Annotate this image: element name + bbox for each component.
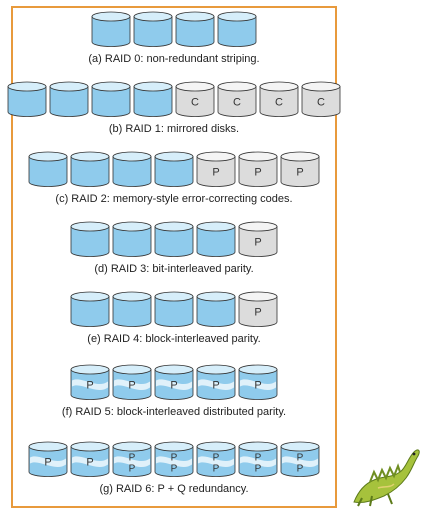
disk-icon: [112, 221, 152, 257]
disk-icon: P: [28, 441, 68, 477]
disk-label: P: [212, 380, 219, 392]
dinosaur-mascot: [353, 449, 420, 507]
disk-array: P: [70, 291, 278, 327]
disk-icon: P: [154, 364, 194, 400]
disk-icon: PP: [280, 441, 320, 477]
disk-icon: P: [196, 364, 236, 400]
disk-icon: [70, 291, 110, 327]
disk-label: P: [128, 380, 135, 392]
raid-caption: (b) RAID 1: mirrored disks.: [108, 122, 240, 135]
disk-label: C: [317, 97, 325, 109]
disk-label: C: [233, 97, 241, 109]
disk-icon: [7, 81, 47, 117]
disk-icon: P: [196, 151, 236, 187]
disk-icon: PP: [238, 441, 278, 477]
disk-label: P: [255, 453, 262, 464]
disk-label: P: [255, 464, 262, 475]
disk-label: C: [191, 97, 199, 109]
disk-icon: [133, 11, 173, 47]
disk-label: P: [296, 167, 303, 179]
disk-label: P: [297, 464, 304, 475]
disk-label: C: [275, 97, 283, 109]
disk-label: P: [171, 464, 178, 475]
raid-caption: (e) RAID 4: block-interleaved parity.: [87, 332, 261, 345]
disk-icon: C: [217, 81, 257, 117]
disk-label: P: [171, 453, 178, 464]
disk-icon: C: [301, 81, 341, 117]
disk-icon: C: [259, 81, 299, 117]
raid-caption: (a) RAID 0: non-redundant striping.: [88, 52, 260, 65]
disk-label: P: [170, 380, 177, 392]
raid-caption: (g) RAID 6: P + Q redundancy.: [99, 482, 249, 495]
disk-label: P: [297, 453, 304, 464]
disk-label: P: [44, 457, 51, 469]
disk-icon: [91, 11, 131, 47]
disk-icon: C: [175, 81, 215, 117]
disk-icon: PP: [196, 441, 236, 477]
disk-icon: [112, 151, 152, 187]
disk-icon: P: [112, 364, 152, 400]
disk-icon: P: [238, 364, 278, 400]
disk-array: [91, 11, 257, 47]
disk-icon: P: [238, 151, 278, 187]
disk-label: P: [86, 380, 93, 392]
disk-array: P: [70, 221, 278, 257]
disk-label: P: [129, 453, 136, 464]
disk-icon: P: [70, 364, 110, 400]
disk-icon: [154, 291, 194, 327]
disk-label: P: [213, 464, 220, 475]
disk-label: P: [213, 453, 220, 464]
disk-icon: P: [238, 221, 278, 257]
disk-icon: [154, 221, 194, 257]
disk-icon: [91, 81, 131, 117]
raid-caption: (c) RAID 2: memory-style error-correctin…: [55, 192, 293, 205]
raid-levels-figure: (a) RAID 0: non-redundant striping. C C C C (…: [7, 6, 341, 508]
disk-label: P: [254, 380, 261, 392]
disk-icon: [49, 81, 89, 117]
disk-icon: [28, 151, 68, 187]
disk-label: P: [254, 307, 261, 319]
disk-label: P: [254, 167, 261, 179]
raid-caption: (d) RAID 3: bit-interleaved parity.: [94, 262, 254, 275]
disk-label: P: [86, 457, 93, 469]
disk-label: P: [129, 464, 136, 475]
disk-icon: [133, 81, 173, 117]
disk-icon: PP: [154, 441, 194, 477]
disk-label: P: [254, 237, 261, 249]
disk-icon: [196, 221, 236, 257]
disk-icon: [196, 291, 236, 327]
disk-icon: [70, 151, 110, 187]
disk-icon: P: [70, 441, 110, 477]
disk-icon: [112, 291, 152, 327]
disk-icon: [217, 11, 257, 47]
disk-icon: P: [238, 291, 278, 327]
disk-icon: [154, 151, 194, 187]
disk-icon: P: [280, 151, 320, 187]
disk-icon: [70, 221, 110, 257]
disk-label: P: [212, 167, 219, 179]
disk-icon: [175, 11, 215, 47]
raid-caption: (f) RAID 5: block-interleaved distribute…: [61, 405, 287, 418]
disk-icon: PP: [112, 441, 152, 477]
